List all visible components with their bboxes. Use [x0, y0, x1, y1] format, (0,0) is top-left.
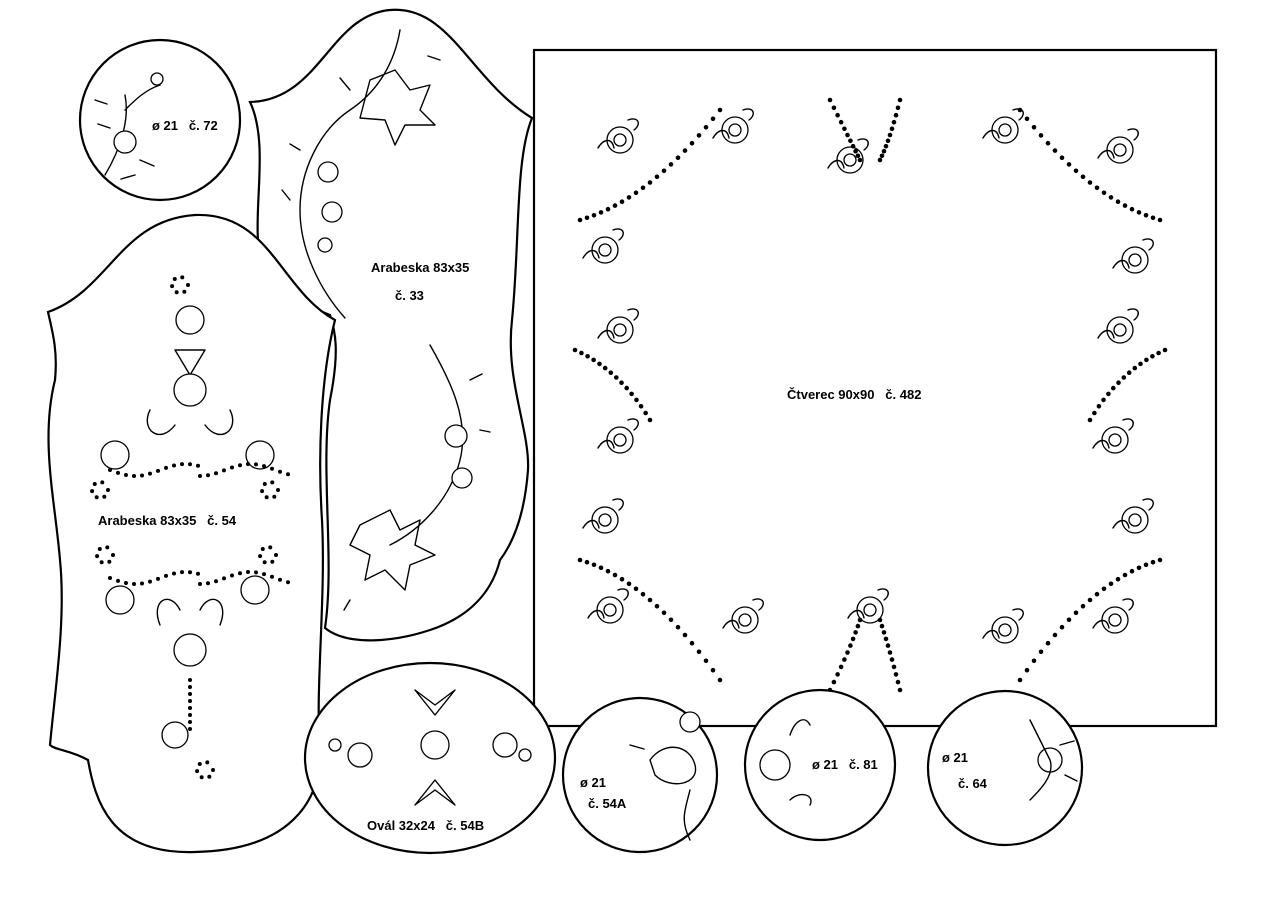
circle-54a-panel: [561, 696, 719, 854]
arabeska-54-label: Arabeska 83x35 č. 54: [98, 513, 237, 528]
arabeska-54-dots: [90, 275, 290, 780]
circle-81-label: ø 21 č. 81: [812, 757, 878, 772]
ctverec-482-label: Čtverec 90x90 č. 482: [787, 387, 922, 402]
circle-81-panel: [743, 688, 897, 842]
circle-72-label: ø 21 č. 72: [152, 118, 218, 133]
ctverec-panel: [532, 48, 1218, 728]
circle-64-panel: [926, 689, 1084, 847]
arabeska-54-motif: [100, 305, 275, 749]
oval-54b-label: Ovál 32x24 č. 54B: [367, 818, 485, 833]
arabeska-33-number: č. 33: [395, 288, 424, 303]
circle-72-panel: [78, 38, 242, 202]
arabeska-33-label: Arabeska 83x35: [371, 260, 470, 275]
arabeska-54-panel: [46, 213, 337, 854]
circle-54a-label: ø 21: [580, 775, 607, 790]
circle-54a-number: č. 54A: [588, 796, 627, 811]
oval-54b-panel: [303, 661, 557, 855]
circle-64-label: ø 21: [942, 750, 969, 765]
arabeska-33-motif: [281, 29, 491, 611]
arabeska-33-panel: [248, 8, 534, 642]
circle-64-number: č. 64: [958, 776, 987, 791]
ctverec-floral-border: [572, 97, 1168, 693]
